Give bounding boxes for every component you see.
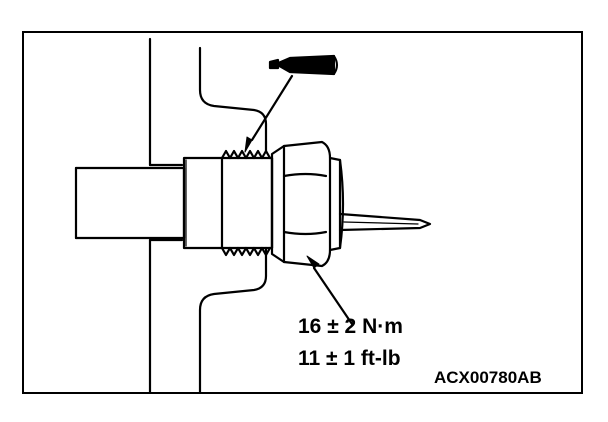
- figure-code: ACX00780AB: [434, 368, 542, 387]
- sensor-body: [74, 156, 224, 250]
- sealant-leader: [244, 74, 294, 153]
- torque-spec-ftlb: 11 ± 1 ft-lb: [298, 347, 401, 370]
- housing-wall: [148, 37, 268, 394]
- thread-section: [220, 149, 274, 257]
- torque-spec-nm: 16 ± 2 N·m: [298, 315, 403, 338]
- sealant-tube-icon: [268, 54, 338, 76]
- hex-nut: [270, 140, 345, 268]
- probe-tip: [338, 212, 432, 232]
- torque-leader: [306, 255, 354, 326]
- figure-frame: [22, 31, 583, 394]
